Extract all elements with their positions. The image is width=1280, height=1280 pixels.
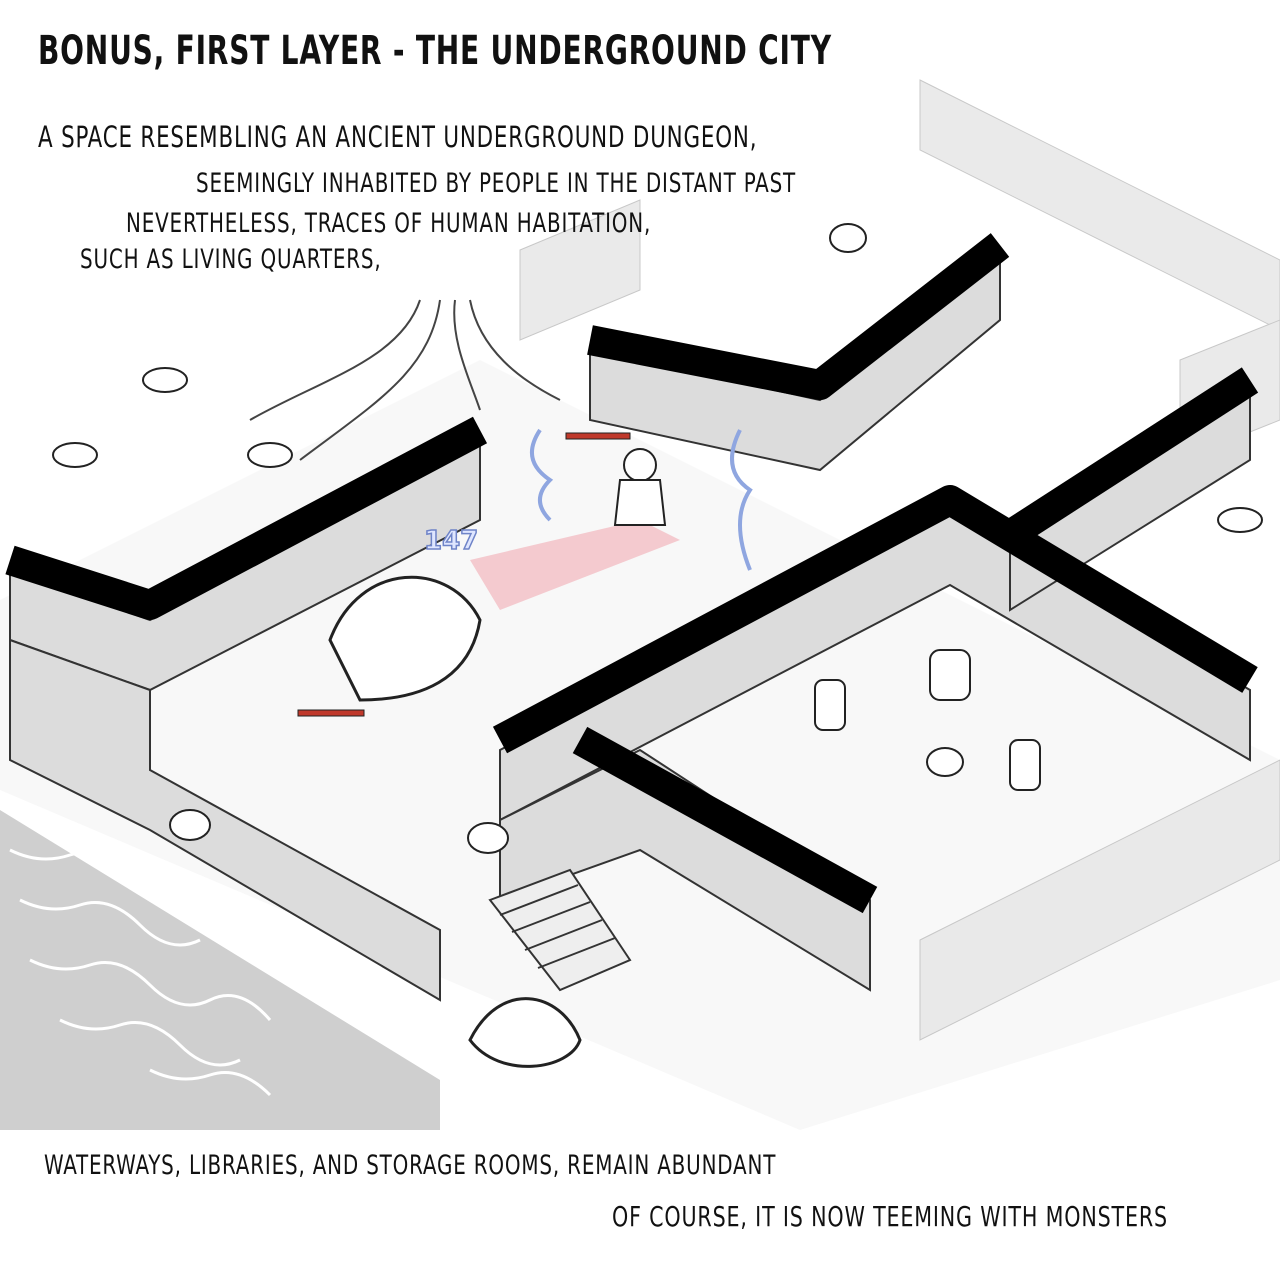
water-ripples [9,848,272,1097]
wall-tops [5,233,1259,914]
magic-tornadoes [530,428,753,571]
monster-health-bar [297,709,365,717]
intro-line: Nevertheless, traces of human habitation… [126,208,652,239]
outro-line: Of course, it is now teeming with monste… [612,1200,1168,1233]
slime-monsters [169,223,964,854]
knight-monsters [814,649,1041,791]
hero-character [613,448,667,526]
intro-line: A space resembling an ancient undergroun… [38,120,758,154]
intro-line: seemingly inhabited by people in the dis… [196,168,797,199]
root-monster [328,575,482,702]
faded-outer-walls [519,79,1280,1041]
attack-area-highlight [470,520,680,610]
outro-line: waterways, libraries, and storage rooms,… [44,1150,777,1181]
stairs [488,868,632,992]
page-title: Bonus, First Layer - The Underground Cit… [38,28,832,74]
waterway [0,810,440,1130]
hero-health-bar [565,432,631,440]
mushroom-monsters [52,367,1263,533]
intro-line: such as living quarters, [80,244,382,275]
frog-monster [468,997,582,1068]
damage-number: 147 [423,525,479,557]
tree-roots [249,299,561,461]
